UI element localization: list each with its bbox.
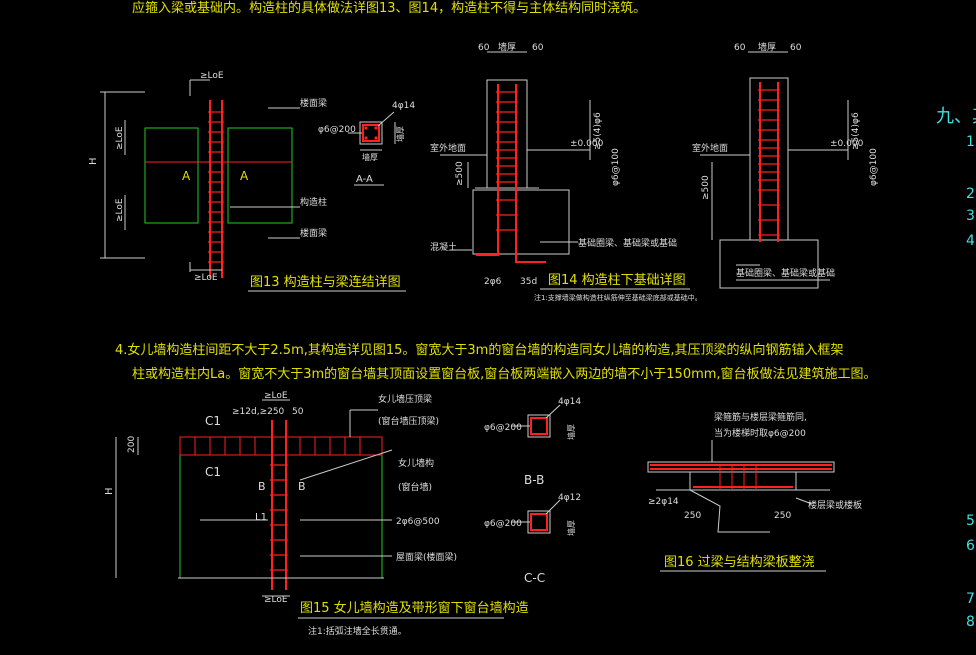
fig16-note2: 当为楼梯时取φ6@200 bbox=[714, 427, 806, 439]
fig16-250a: 250 bbox=[684, 511, 701, 521]
cc-rebar: 4φ12 bbox=[558, 493, 581, 503]
fig14-35d: 35d bbox=[520, 277, 537, 287]
figure-13: H ≥LoE ≥LoE ≥LoE ≥LoE A A 楼面梁 构造柱 楼面梁 图1… bbox=[88, 71, 406, 292]
fig15-l1: L1 bbox=[255, 512, 267, 523]
right-number: 7 bbox=[966, 591, 975, 607]
fig14b-dense: φ6@100 bbox=[869, 148, 879, 186]
fig15-lab4: 屋面梁(楼面梁) bbox=[396, 551, 457, 563]
fig14-500: ≥500 bbox=[455, 161, 465, 186]
figure-14: 60 墙厚 60 室外地面 ±0.000 ≥500 ≥5(4)φ6 φ6@100… bbox=[430, 41, 702, 302]
fig16-right: 楼层梁或楼板 bbox=[808, 499, 862, 511]
fig14b-elev: ±0.000 bbox=[830, 139, 864, 149]
fig15-c1a: C1 bbox=[205, 414, 221, 428]
ties-13 bbox=[208, 111, 224, 263]
fig14-caption: 图14 构造柱下基础详图 bbox=[548, 273, 686, 288]
fig13-beam-top: 楼面梁 bbox=[300, 97, 327, 109]
fig15-200: 200 bbox=[127, 436, 137, 453]
aa-stirrup: φ6@200 bbox=[318, 125, 356, 135]
fig15-50: 50 bbox=[292, 407, 304, 417]
fig14-outdoor: 室外地面 bbox=[430, 142, 466, 154]
bb-dim: 墙厚 bbox=[566, 424, 576, 440]
right-number: 8 bbox=[966, 614, 975, 630]
fig15-loe-top: ≥LoE bbox=[264, 391, 288, 401]
fig15-lab1a: 女儿墙压顶梁 bbox=[378, 393, 432, 405]
figure-15: 200 H C1 C1 B B L1 ≥LoE ≥12d,≥250 50 ≥Lo… bbox=[104, 391, 529, 637]
section-aa: φ6@200 4φ14 墙厚 墙厚 A-A bbox=[318, 101, 415, 186]
fig15-lab2a: 女儿墙构 bbox=[398, 457, 434, 469]
fig13-loe-top: ≥LoE bbox=[200, 71, 224, 81]
figure-14-b: 60 墙厚 60 室外地面 ±0.000 ≥500 ≥5(4)φ6 φ6@100… bbox=[692, 41, 879, 289]
fig15-b2: B bbox=[298, 480, 306, 493]
fig15-top-dims: ≥12d,≥250 bbox=[232, 407, 285, 417]
fig14b-base: 基础圈梁、基础梁或基础 bbox=[736, 267, 835, 279]
right-number: 4 bbox=[966, 233, 975, 249]
right-heading: 九、其 bbox=[936, 106, 976, 127]
fig13-column-label: 构造柱 bbox=[300, 196, 327, 208]
fig14-elev: ±0.000 bbox=[570, 139, 604, 149]
fig13-h: H bbox=[88, 157, 99, 165]
fig13-loe-left-bottom: ≥LoE bbox=[115, 198, 125, 222]
fig14b-vert: ≥5(4)φ6 bbox=[851, 112, 861, 150]
fig15-h: H bbox=[104, 487, 115, 495]
fig14-dim60a: 60 bbox=[478, 43, 490, 53]
fig15-caption: 图15 女儿墙构造及带形窗下窗台墙构造 bbox=[300, 600, 529, 616]
fig13-caption: 图13 构造柱与梁连结详图 bbox=[250, 274, 401, 290]
right-number: 1 bbox=[966, 134, 975, 150]
aa-dim: 墙厚 bbox=[362, 152, 378, 162]
fig14-base: 基础圈梁、基础梁或基础 bbox=[578, 237, 677, 249]
aa-title: A-A bbox=[356, 174, 373, 185]
fig15-note: 注1:括弧注墙全长贯通。 bbox=[308, 625, 407, 637]
fig15-c1b: C1 bbox=[205, 465, 221, 479]
top-note: 应箍入梁或基础内。构造柱的具体做法详图13、图14，构造柱不得与主体结构同时浇筑… bbox=[132, 0, 646, 16]
section-bb: φ6@200 4φ14 墙厚 B-B bbox=[484, 397, 581, 487]
fig14-dim60b: 60 bbox=[532, 43, 544, 53]
fig14b-outdoor: 室外地面 bbox=[692, 142, 728, 154]
fig16-250b: 250 bbox=[774, 511, 791, 521]
para4-line2: 柱或构造柱内La。窗宽不大于3m的窗台墙其顶面设置窗台板,窗台板两端嵌入两边的墙… bbox=[132, 366, 877, 382]
cc-title: C-C bbox=[524, 571, 545, 585]
bb-title: B-B bbox=[524, 473, 544, 487]
fig14-2f6: 2φ6 bbox=[484, 277, 502, 287]
fig13-a-left: A bbox=[182, 169, 191, 183]
cc-stirrup: φ6@200 bbox=[484, 519, 522, 529]
right-number: 2 bbox=[966, 186, 975, 202]
fig15-lab1b: (窗台墙压顶梁) bbox=[378, 415, 439, 427]
fig16-caption: 图16 过梁与结构梁板整浇 bbox=[664, 555, 815, 570]
fig15-loe-bottom: ≥LoE bbox=[264, 595, 288, 605]
bb-stirrup: φ6@200 bbox=[484, 423, 522, 433]
figure-16: 梁箍筋与楼层梁箍筋同, 当为楼梯时取φ6@200 ≥2φ14 250 250 楼… bbox=[647, 411, 862, 572]
section-cc: φ6@200 4φ12 墙厚 C-C bbox=[484, 493, 581, 585]
fig14b-dim60a: 60 bbox=[734, 43, 746, 53]
fig14-vert: ≥5(4)φ6 bbox=[593, 112, 603, 150]
fig15-lab3: 2φ6@500 bbox=[396, 517, 440, 527]
fig13-loe-bottom: ≥LoE bbox=[194, 273, 218, 283]
right-number: 6 bbox=[966, 538, 975, 554]
cc-dim: 墙厚 bbox=[566, 520, 576, 536]
para4-line1: 4.女儿墙构造柱间距不大于2.5m,其构造详见图15。窗宽大于3m的窗台墙的构造… bbox=[115, 342, 843, 358]
fig13-a-right: A bbox=[240, 169, 249, 183]
fig14b-wall: 墙厚 bbox=[758, 41, 776, 53]
fig14b-500: ≥500 bbox=[701, 175, 711, 200]
fig16-rebar: ≥2φ14 bbox=[648, 497, 679, 507]
fig16-note1: 梁箍筋与楼层梁箍筋同, bbox=[714, 411, 807, 423]
fig14-note: 注1:支撑墙梁做构造柱纵筋伸至基础梁底部或基础中。 bbox=[534, 293, 702, 302]
right-numbers: 1 2 3 4 5 6 7 8 bbox=[966, 134, 975, 630]
fig14-wall: 墙厚 bbox=[498, 41, 516, 53]
right-number: 5 bbox=[966, 513, 975, 529]
fig13-beam-bottom: 楼面梁 bbox=[300, 227, 327, 239]
right-number: 3 bbox=[966, 208, 975, 224]
fig14b-dim60b: 60 bbox=[790, 43, 802, 53]
bb-rebar: 4φ14 bbox=[558, 397, 581, 407]
aa-rebar: 4φ14 bbox=[392, 101, 415, 111]
fig13-loe-left-top: ≥LoE bbox=[115, 126, 125, 150]
fig15-b1: B bbox=[258, 480, 266, 493]
fig14-dense: φ6@100 bbox=[611, 148, 621, 186]
aa-wall: 墙厚 bbox=[395, 126, 405, 142]
fig15-lab2b: (窗台墙) bbox=[398, 481, 432, 493]
fig14-bottom: 混凝土 bbox=[430, 241, 457, 253]
